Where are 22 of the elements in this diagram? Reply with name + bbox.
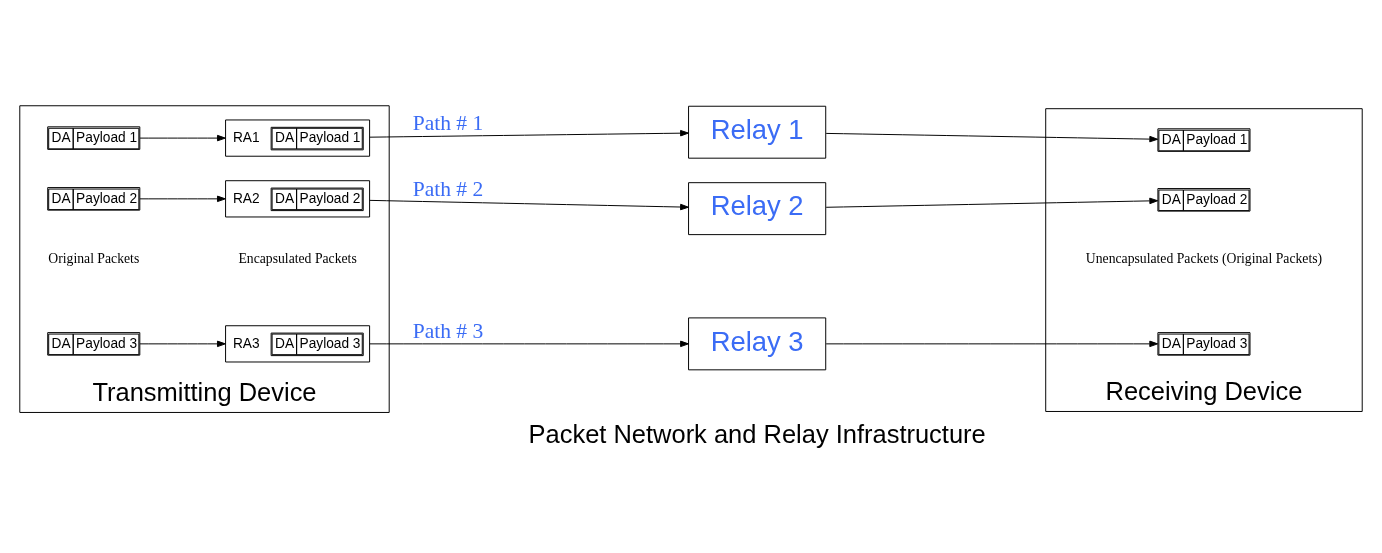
edge-label: Path # 1 xyxy=(412,110,484,135)
arrow xyxy=(139,134,226,142)
arrow xyxy=(139,195,226,203)
node-box: RA1 DA Payload 1 xyxy=(225,119,371,157)
node-box: Relay 2 xyxy=(688,182,827,236)
arrow xyxy=(369,129,689,138)
arrow xyxy=(369,340,689,348)
arrow xyxy=(369,199,689,211)
node-box: Relay 3 xyxy=(688,317,827,371)
label: Encapsulated Packets xyxy=(238,251,357,267)
node-box: RA2 DA Payload 2 xyxy=(225,180,371,218)
label: Unencapsulated Packets (Original Packets) xyxy=(1085,251,1323,267)
node-box: Relay 1 xyxy=(688,105,827,159)
edge-label: Path # 2 xyxy=(412,176,484,201)
arrow xyxy=(139,340,226,348)
label: Original Packets xyxy=(48,251,140,267)
edge-label: Path # 3 xyxy=(412,318,484,343)
label: Packet Network and Relay Infrastructure xyxy=(528,420,986,449)
arrow xyxy=(825,197,1159,208)
arrow xyxy=(825,132,1159,143)
node-box: RA3 DA Payload 3 xyxy=(225,325,371,363)
arrow xyxy=(825,340,1159,348)
